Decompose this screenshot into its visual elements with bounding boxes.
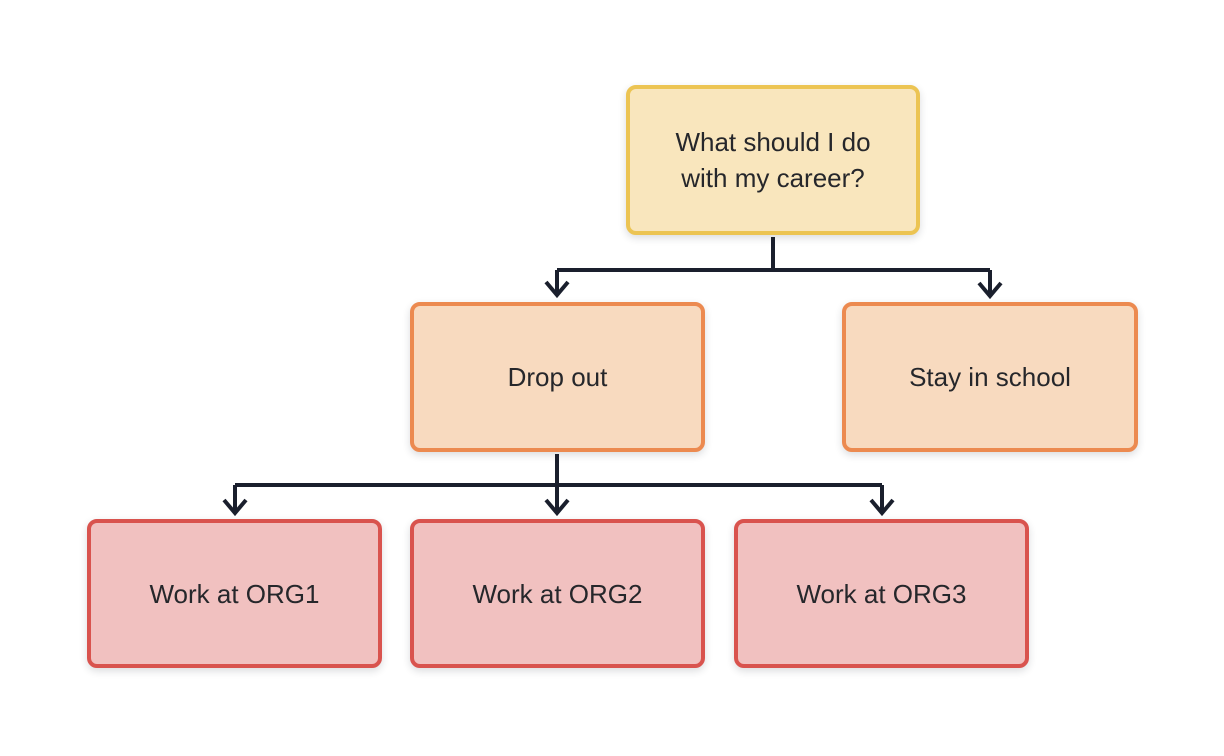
arrowhead-stay-in-school-icon: [977, 281, 1003, 300]
arrowhead-drop-out-icon: [544, 280, 570, 299]
node-work-org2[interactable]: Work at ORG2: [410, 519, 705, 668]
node-career-question[interactable]: What should I do with my career?: [626, 85, 920, 235]
node-drop-out[interactable]: Drop out: [410, 302, 705, 452]
edge-root-children: [555, 237, 992, 295]
arrowhead-org1-icon: [222, 498, 248, 517]
node-stay-in-school[interactable]: Stay in school: [842, 302, 1138, 452]
edge-drop-out-children: [233, 454, 884, 511]
node-work-org1[interactable]: Work at ORG1: [87, 519, 382, 668]
arrowhead-org2-icon: [544, 498, 570, 517]
arrowhead-org3-icon: [869, 498, 895, 517]
node-work-org3[interactable]: Work at ORG3: [734, 519, 1029, 668]
